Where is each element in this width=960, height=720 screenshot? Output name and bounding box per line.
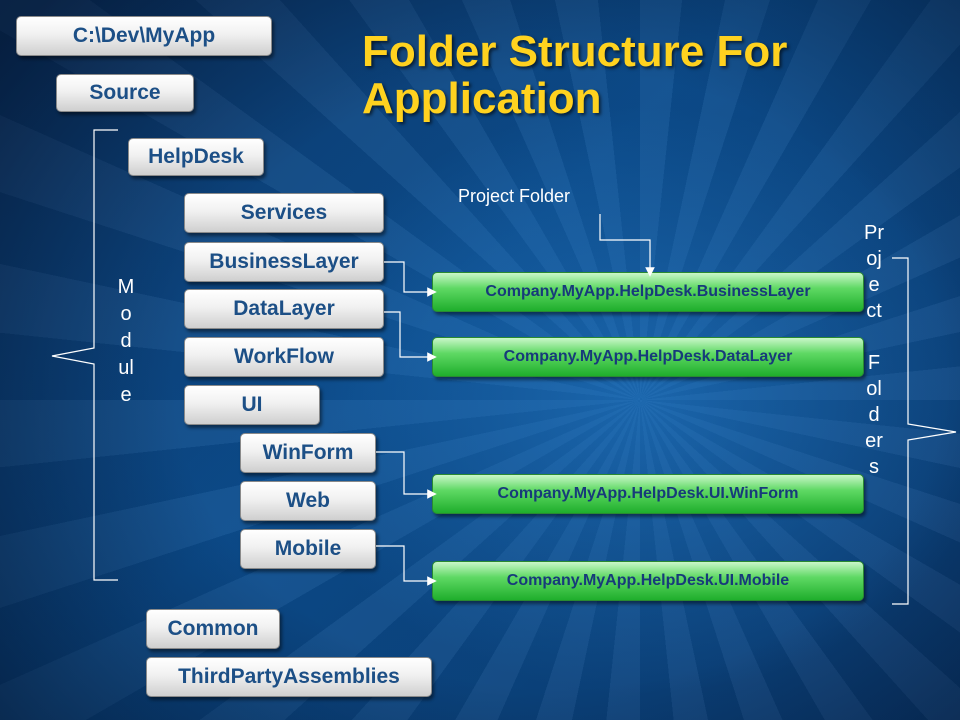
project-data-layer-label: Company.MyApp.HelpDesk.DataLayer: [503, 348, 793, 365]
folder-ui-label: UI: [241, 393, 263, 416]
project-ui-winform-label: Company.MyApp.HelpDesk.UI.WinForm: [497, 485, 799, 502]
project-business-layer-label: Company.MyApp.HelpDesk.BusinessLayer: [485, 283, 811, 300]
connector-business-layer: [384, 261, 437, 297]
project-folders-label-word-1: Project: [864, 222, 884, 322]
folder-business-layer: BusinessLayer: [184, 242, 384, 282]
project-folder-label: Project Folder: [458, 186, 571, 206]
connector-data-layer: [384, 311, 437, 362]
folder-root: C:\Dev\MyApp: [16, 16, 272, 56]
project-business-layer: Company.MyApp.HelpDesk.BusinessLayer: [432, 272, 864, 312]
folder-data-layer-label: DataLayer: [233, 297, 335, 320]
project-folders-label-gap: [864, 324, 884, 350]
folder-web-label: Web: [286, 489, 330, 512]
folder-data-layer: DataLayer: [184, 289, 384, 329]
folder-mobile-label: Mobile: [274, 537, 342, 560]
folder-services-label: Services: [240, 201, 328, 224]
folder-common: Common: [146, 609, 280, 649]
project-folder-arrow: [599, 214, 655, 277]
folder-workflow-label: WorkFlow: [234, 345, 334, 368]
folder-web: Web: [240, 481, 376, 521]
folder-mobile: Mobile: [240, 529, 376, 569]
module-bracket: [51, 129, 118, 581]
project-data-layer: Company.MyApp.HelpDesk.DataLayer: [432, 337, 864, 377]
folder-business-layer-label: BusinessLayer: [209, 250, 359, 273]
project-ui-mobile: Company.MyApp.HelpDesk.UI.Mobile: [432, 561, 864, 601]
folder-ui: UI: [184, 385, 320, 425]
folder-winform-label: WinForm: [262, 441, 354, 464]
project-ui-mobile-label: Company.MyApp.HelpDesk.UI.Mobile: [506, 572, 790, 589]
module-label-text: Module: [117, 276, 135, 406]
connector-mobile: [376, 545, 437, 586]
folder-winform: WinForm: [240, 433, 376, 473]
project-folders-bracket: [892, 257, 957, 605]
project-ui-winform: Company.MyApp.HelpDesk.UI.WinForm: [432, 474, 864, 514]
folder-helpdesk: HelpDesk: [128, 138, 264, 176]
slide-title: Folder Structure For Application: [362, 27, 788, 123]
project-folders-label: Project Folders: [864, 220, 884, 480]
project-folders-label-word-2: Folders: [865, 352, 883, 478]
folder-third-party-label: ThirdPartyAssemblies: [178, 665, 400, 688]
folder-root-label: C:\Dev\MyApp: [72, 24, 216, 47]
folder-third-party: ThirdPartyAssemblies: [146, 657, 432, 697]
folder-helpdesk-label: HelpDesk: [148, 145, 244, 168]
folder-common-label: Common: [167, 617, 259, 640]
connector-winform: [376, 451, 437, 499]
folder-services: Services: [184, 193, 384, 233]
folder-source: Source: [56, 74, 194, 112]
folder-source-label: Source: [89, 81, 161, 104]
module-label: Module: [116, 274, 136, 409]
folder-workflow: WorkFlow: [184, 337, 384, 377]
